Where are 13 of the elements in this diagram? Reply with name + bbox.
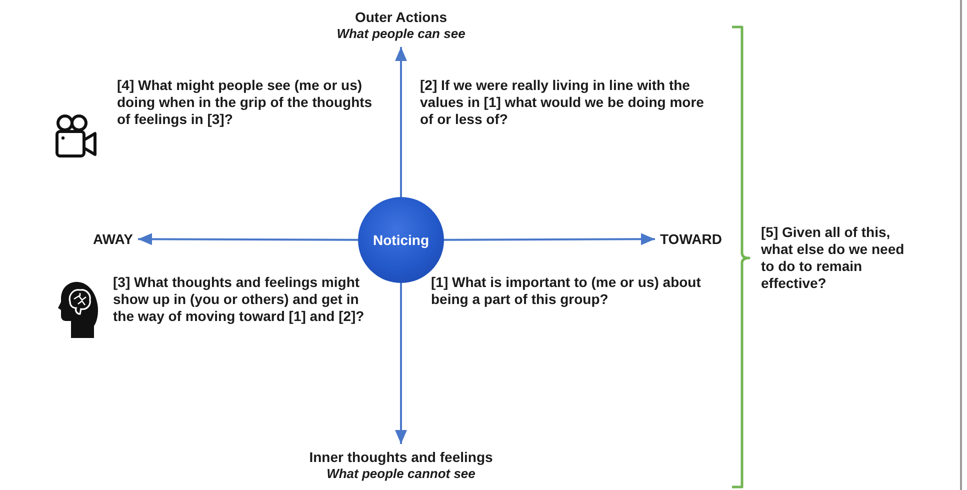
question-text: [5] Given all of this, what else do we need to do to remain effective? bbox=[761, 224, 906, 292]
axis-subtitle: What people cannot see bbox=[326, 466, 476, 482]
question-text: [4] What might people see (me or us) doing when in the grip of the thoughts of feelings in [3]? bbox=[117, 77, 374, 128]
axis-subtitle: What people can see bbox=[336, 26, 466, 42]
question-text: [2] If we were really living in line with the values in [1] what would we be doing more of or less of? bbox=[420, 77, 705, 128]
axis-label: TOWARD bbox=[660, 231, 722, 247]
axis-label: AWAY bbox=[93, 231, 133, 247]
arrow bbox=[395, 283, 407, 444]
arrow bbox=[395, 47, 407, 197]
axis-title: Inner thoughts and feelings bbox=[309, 449, 493, 466]
arrow bbox=[138, 233, 358, 246]
arrow bbox=[444, 233, 655, 246]
axis-title: Outer Actions bbox=[354, 9, 448, 26]
